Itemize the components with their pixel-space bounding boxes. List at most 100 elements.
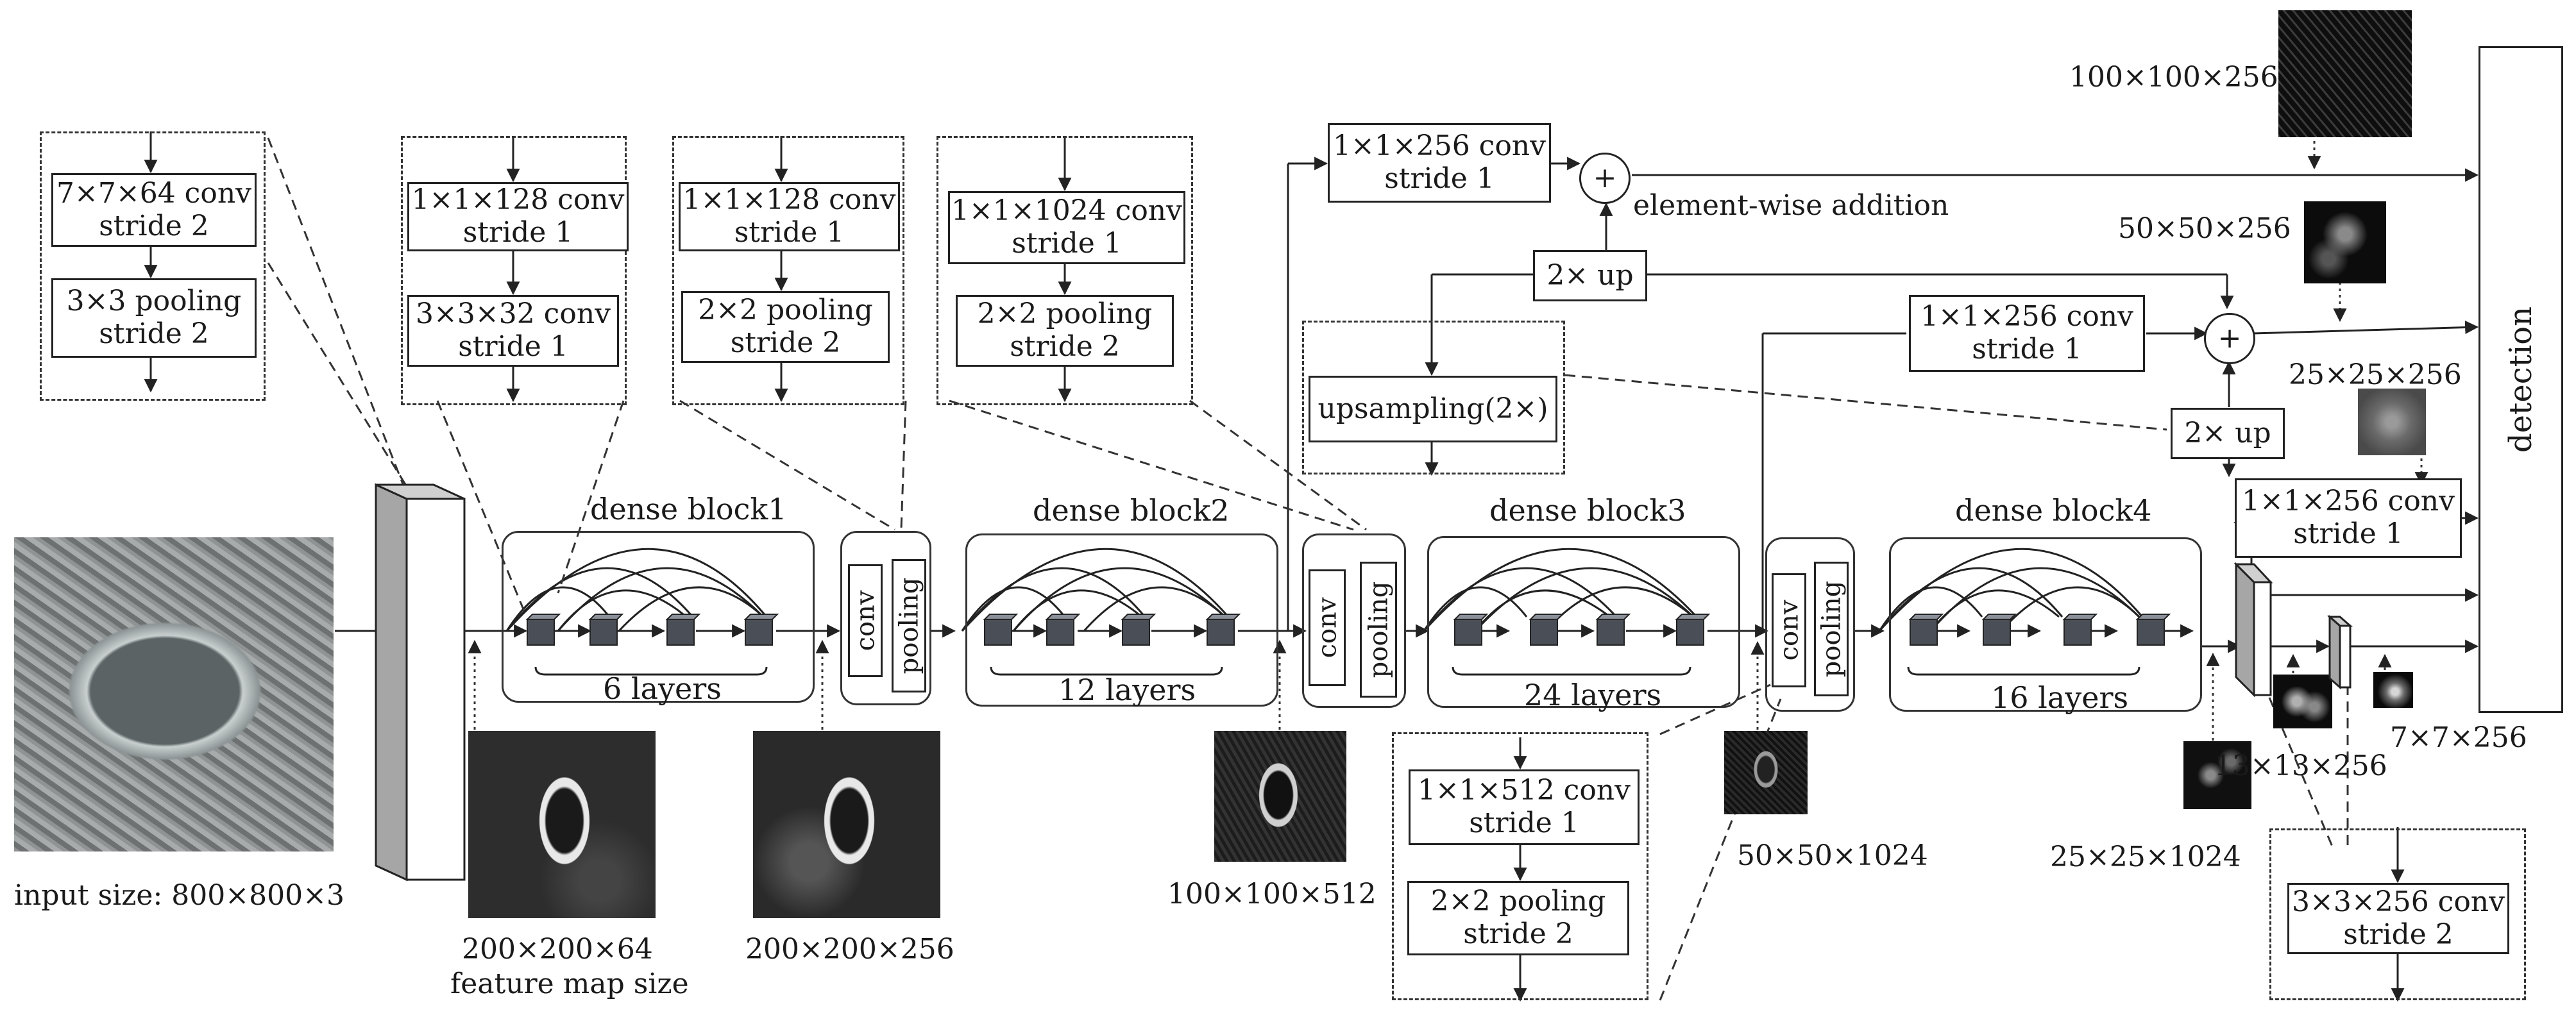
extra-conv-dashed-box bbox=[2269, 828, 2526, 1000]
transition3-conv-box: 1×1×1024 conv stride 1 bbox=[948, 191, 1185, 264]
transition1-conv-box: 1×1×128 conv stride 1 bbox=[407, 182, 629, 251]
dense-block3 bbox=[1427, 536, 1740, 708]
stem-pool-line2: stride 2 bbox=[99, 317, 209, 350]
feature-map-25x25x1024 bbox=[2183, 741, 2251, 809]
feature-map-200x200x64 bbox=[468, 731, 656, 918]
addition-circle-mid: + bbox=[2204, 313, 2255, 364]
transition3-conv-line2: stride 1 bbox=[1012, 227, 1122, 260]
extra-conv-line2: stride 2 bbox=[2343, 918, 2453, 951]
feature-map-100x100x256 bbox=[2278, 10, 2412, 137]
label-feature-map-size: feature map size bbox=[450, 968, 689, 1000]
addition-symbol-top: + bbox=[1593, 161, 1617, 194]
addition-symbol-mid: + bbox=[2217, 321, 2242, 355]
stem-dashed-box bbox=[40, 131, 266, 401]
feature-map-50x50x1024 bbox=[1724, 731, 1808, 814]
fpn-up-a-label: 2× up bbox=[1546, 258, 1634, 292]
feature-map-13x13x256 bbox=[2273, 675, 2332, 728]
feature-map-25x25x256 bbox=[2358, 389, 2426, 455]
dense-block1-title: dense block1 bbox=[590, 492, 787, 526]
fpn-conv-low-line1: 1×1×256 conv bbox=[2241, 485, 2455, 518]
fpn-conv-low-line2: stride 1 bbox=[2293, 517, 2403, 550]
transition-block1-conv: conv bbox=[848, 564, 883, 677]
input-size-label: input size: 800×800×3 bbox=[14, 879, 344, 912]
label-25x25x256: 25×25×256 bbox=[2289, 358, 2462, 391]
transition1-dashed-box bbox=[401, 136, 627, 405]
label-200x200x256: 200×200×256 bbox=[745, 933, 954, 966]
fpn-up-b-box: 2× up bbox=[2171, 408, 2285, 459]
fpn-conv-top-box: 1×1×256 conv stride 1 bbox=[1328, 123, 1551, 203]
fpn-conv-mid-box: 1×1×256 conv stride 1 bbox=[1909, 295, 2145, 372]
dense-block2-layers: 12 layers bbox=[1058, 673, 1196, 707]
feature-map-200x200x256 bbox=[753, 731, 940, 918]
dense-block4-layers: 16 layers bbox=[1991, 680, 2129, 715]
feature-map-7x7x256 bbox=[2373, 672, 2413, 708]
transition2-conv-line1: 1×1×128 conv bbox=[682, 183, 896, 217]
label-25x25x1024: 25×25×1024 bbox=[2050, 841, 2241, 873]
transition1-second-line1: 3×3×32 conv bbox=[415, 298, 611, 331]
transition1-conv-line2: stride 1 bbox=[462, 216, 573, 249]
fpn-conv-mid-line1: 1×1×256 conv bbox=[1920, 300, 2134, 333]
fpn-conv-low-box: 1×1×256 conv stride 1 bbox=[2235, 478, 2462, 558]
transition-block1 bbox=[840, 531, 931, 705]
fpn-conv-top-line1: 1×1×256 conv bbox=[1332, 130, 1546, 163]
addition-circle-top: + bbox=[1579, 153, 1631, 204]
transition2-conv-box: 1×1×128 conv stride 1 bbox=[679, 182, 900, 251]
transition4-pool-line1: 2×2 pooling bbox=[1430, 885, 1606, 918]
dense-block2 bbox=[965, 533, 1278, 707]
extra-conv-box: 3×3×256 conv stride 2 bbox=[2287, 883, 2509, 954]
transition3-conv-line1: 1×1×1024 conv bbox=[951, 194, 1182, 228]
transition3-dashed-box bbox=[936, 136, 1193, 405]
extra-conv-line1: 3×3×256 conv bbox=[2291, 885, 2505, 918]
transition4-conv-line1: 1×1×512 conv bbox=[1417, 774, 1631, 807]
transition3-pool-line2: stride 2 bbox=[1010, 330, 1120, 363]
label-7x7x256: 7×7×256 bbox=[2390, 721, 2527, 754]
stem-conv-box: 7×7×64 conv stride 2 bbox=[51, 173, 257, 247]
label-50x50x1024: 50×50×1024 bbox=[1737, 839, 1928, 872]
label-100x100x512: 100×100×512 bbox=[1167, 878, 1377, 910]
fpn-up-b-label: 2× up bbox=[2184, 416, 2271, 449]
dense-block4 bbox=[1889, 537, 2202, 712]
transition2-pool-line2: stride 2 bbox=[730, 326, 841, 359]
label-50x50x256: 50×50×256 bbox=[2118, 212, 2291, 245]
transition1-second-line2: stride 1 bbox=[458, 330, 568, 363]
transition-block3-pooling: pooling bbox=[1814, 562, 1849, 696]
upsampling-dashed-box bbox=[1302, 321, 1565, 474]
transition-block2-pooling: pooling bbox=[1360, 562, 1397, 698]
fpn-conv-mid-line2: stride 1 bbox=[1972, 333, 2082, 365]
dense-block4-title: dense block4 bbox=[1955, 493, 2152, 528]
stem-conv-line1: 7×7×64 conv bbox=[56, 176, 252, 210]
feature-map-100x100x512 bbox=[1214, 731, 1346, 862]
label-100x100x256: 100×100×256 bbox=[2069, 61, 2278, 94]
transition-block3-conv: conv bbox=[1772, 573, 1806, 687]
fpn-up-a-box: 2× up bbox=[1533, 250, 1647, 301]
transition4-pool-box: 2×2 pooling stride 2 bbox=[1407, 881, 1629, 955]
dense-block3-title: dense block3 bbox=[1489, 493, 1686, 528]
transition4-pool-line2: stride 2 bbox=[1463, 918, 1573, 950]
transition1-second-box: 3×3×32 conv stride 1 bbox=[407, 295, 619, 367]
label-13x13x256: 13×13×256 bbox=[2214, 750, 2387, 782]
dense-block1 bbox=[502, 531, 815, 703]
transition2-conv-line2: stride 1 bbox=[734, 216, 845, 249]
stem-conv-line2: stride 2 bbox=[99, 209, 209, 242]
transition-block2 bbox=[1302, 533, 1406, 708]
upsampling-box: upsampling(2×) bbox=[1309, 376, 1557, 442]
feature-map-50x50x256 bbox=[2304, 201, 2386, 283]
detection-label: detection bbox=[2503, 306, 2539, 453]
upsampling-label: upsampling(2×) bbox=[1318, 392, 1548, 425]
transition3-pool-box: 2×2 pooling stride 2 bbox=[956, 295, 1174, 367]
transition1-conv-line1: 1×1×128 conv bbox=[411, 183, 625, 217]
input-aerial-image bbox=[14, 537, 334, 851]
dense-block3-layers: 24 layers bbox=[1524, 678, 1662, 712]
dense-block1-layers: 6 layers bbox=[603, 671, 722, 706]
element-wise-addition-label: element-wise addition bbox=[1633, 189, 1949, 222]
transition2-dashed-box bbox=[672, 136, 904, 405]
transition-block2-conv: conv bbox=[1309, 569, 1346, 686]
transition4-conv-box: 1×1×512 conv stride 1 bbox=[1409, 769, 1640, 845]
stem-pool-line1: 3×3 pooling bbox=[66, 285, 242, 318]
transition-block1-pooling: pooling bbox=[892, 559, 926, 692]
